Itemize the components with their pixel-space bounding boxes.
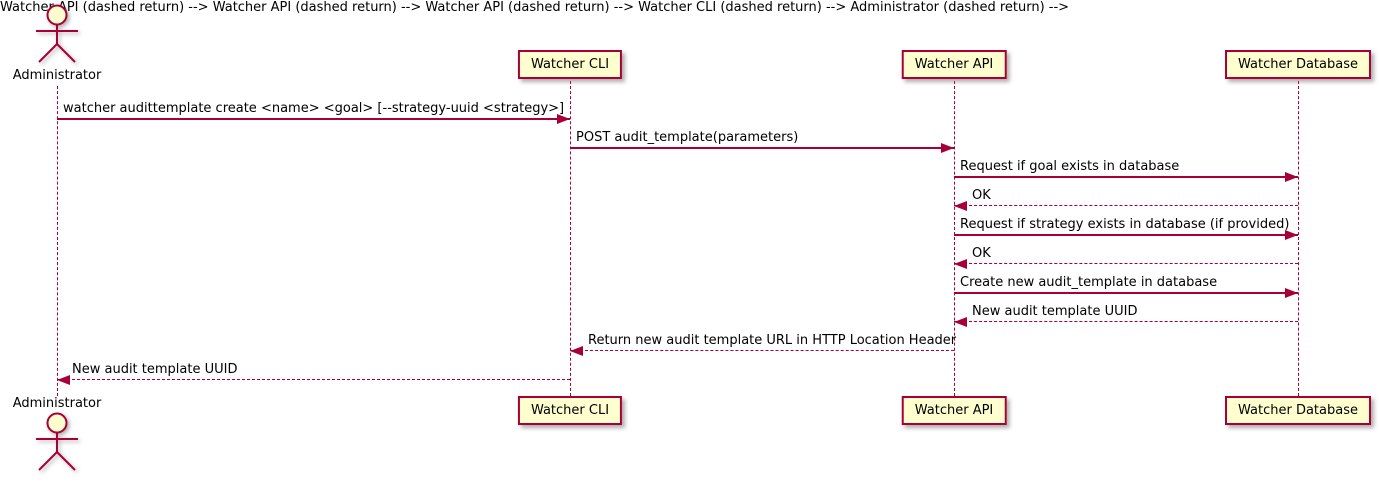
message-return-line — [57, 379, 570, 380]
arrowhead-left-icon — [570, 346, 583, 356]
message-label: POST audit_template(parameters) — [576, 130, 799, 145]
lifeline-watcher-api — [954, 81, 955, 396]
message-label: Request if goal exists in database — [960, 159, 1180, 174]
arrowhead-left-icon — [57, 375, 70, 385]
message-label: OK — [972, 246, 991, 261]
message-return-line — [954, 205, 1298, 206]
participant-watcher-api-top: Watcher API — [901, 50, 1007, 79]
lifeline-watcher-database — [1298, 81, 1299, 396]
lifeline-administrator — [57, 86, 58, 396]
arrowhead-right-icon — [1285, 172, 1298, 182]
message-return-line — [570, 350, 954, 351]
message-arrow-line — [954, 176, 1298, 178]
arrowhead-right-icon — [1285, 230, 1298, 240]
message-arrow-line — [57, 118, 570, 120]
arrowhead-left-icon — [954, 317, 967, 327]
message-label: Return new audit template URL in HTTP Lo… — [588, 333, 957, 348]
arrowhead-left-icon — [954, 259, 967, 269]
arrowhead-right-icon — [1285, 288, 1298, 298]
participant-watcher-cli-bottom: Watcher CLI — [517, 396, 623, 425]
lifeline-watcher-cli — [570, 81, 571, 396]
actor-icon — [36, 4, 78, 63]
message-arrow-line — [954, 292, 1298, 294]
arrowhead-right-icon — [557, 114, 570, 124]
message-arrow-line — [954, 234, 1298, 236]
message-label: watcher audittemplate create <name> <goa… — [63, 101, 565, 116]
arrowhead-right-icon — [941, 143, 954, 153]
participant-watcher-database-bottom: Watcher Database — [1225, 396, 1371, 425]
message-return-line — [954, 263, 1298, 264]
participant-watcher-cli-top: Watcher CLI — [517, 50, 623, 79]
message-return-line — [954, 321, 1298, 322]
message-label: New audit template UUID — [972, 304, 1138, 319]
actor-label-top: Administrator — [12, 68, 102, 83]
message-label: OK — [972, 188, 991, 203]
message-label: New audit template UUID — [72, 362, 238, 377]
message-arrow-line — [570, 147, 954, 149]
message-label: Create new audit_template in database — [960, 275, 1218, 290]
actor-icon — [36, 412, 78, 471]
participant-watcher-api-bottom: Watcher API — [901, 396, 1007, 425]
arrowhead-left-icon — [954, 201, 967, 211]
participant-watcher-database-top: Watcher Database — [1225, 50, 1371, 79]
message-label: Request if strategy exists in database (… — [960, 217, 1290, 232]
actor-label-bottom: Administrator — [12, 396, 102, 411]
